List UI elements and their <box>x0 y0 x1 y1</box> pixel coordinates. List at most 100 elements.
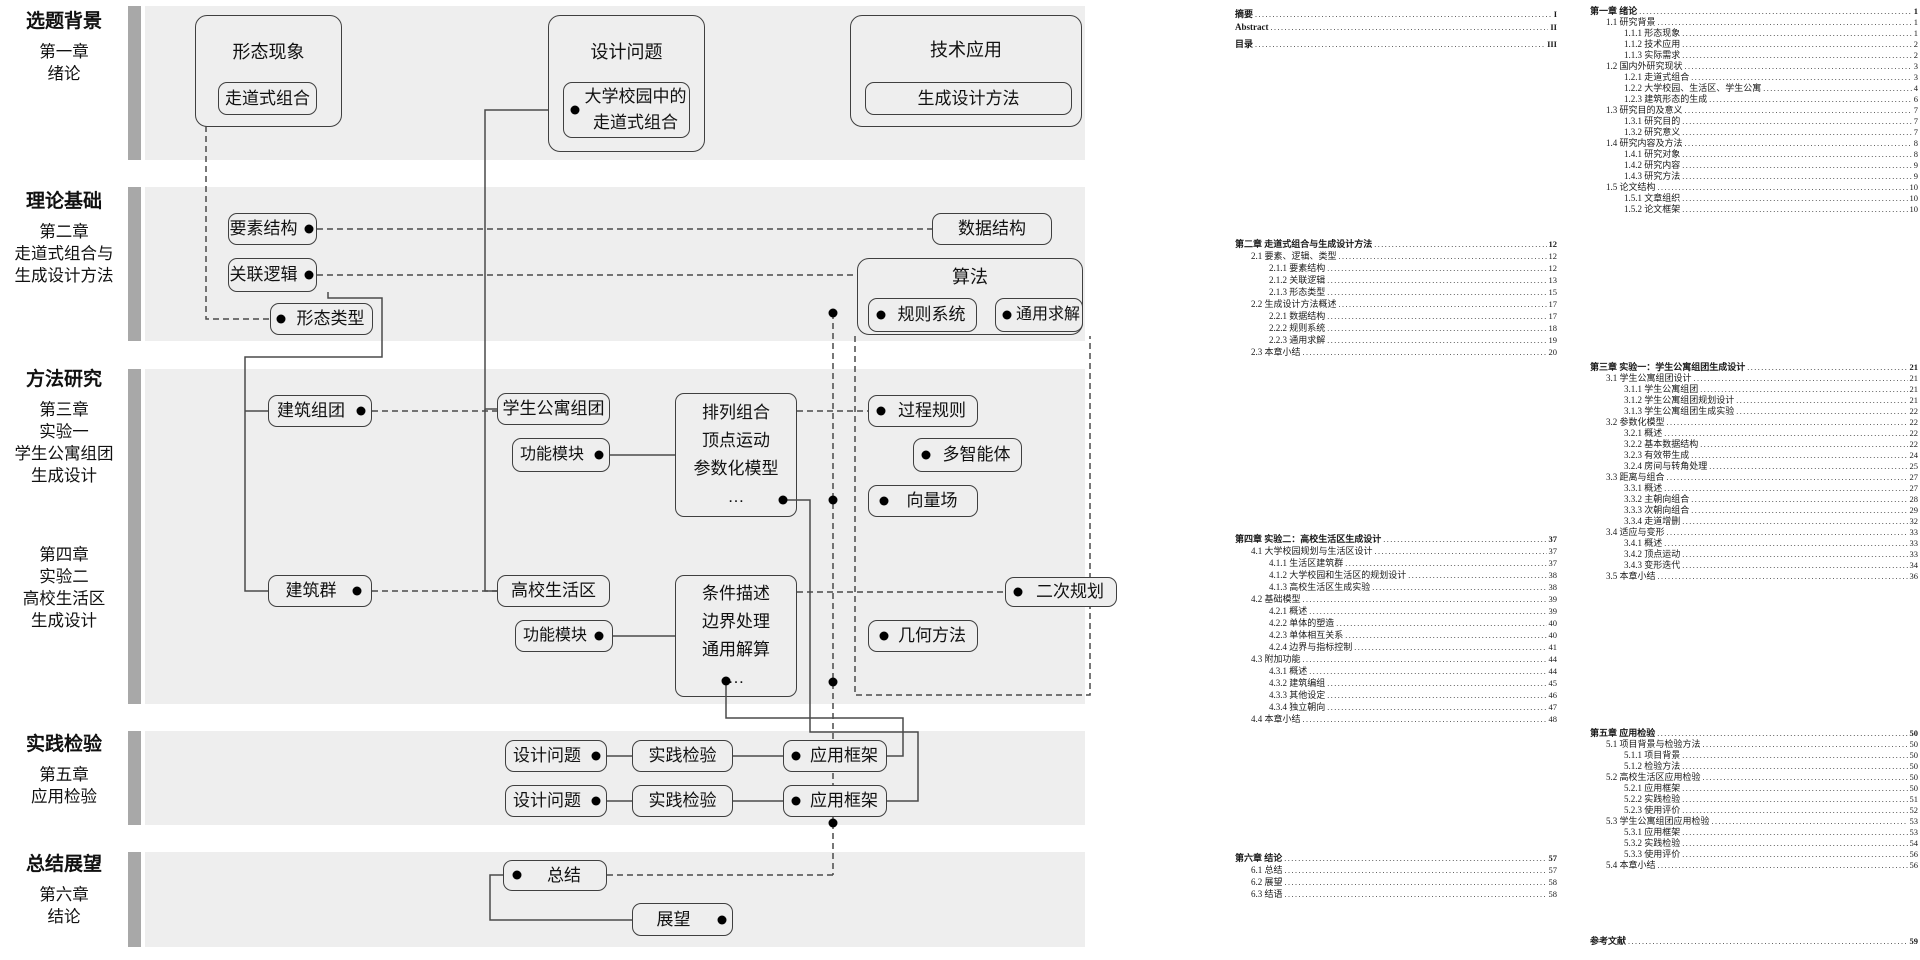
chapter-line-label: 第四章 <box>39 546 89 564</box>
toc-dot-leader <box>1682 751 1907 760</box>
toc-entry-page-number: 58 <box>1548 877 1558 887</box>
toc-dot-leader <box>1682 850 1907 859</box>
box-function-module-2: 功能模块 <box>515 620 613 652</box>
box-building-cluster: 建筑组团 <box>268 395 372 427</box>
toc-front-matter: 摘要IAbstractII目录III <box>1235 7 1557 52</box>
toc-dot-leader <box>1682 205 1907 214</box>
toc-entry-page-number: 38 <box>1548 570 1558 580</box>
box-data-structure: 数据结构 <box>932 213 1052 245</box>
toc-entry-page-number: 50 <box>1909 783 1919 793</box>
toc-entry-title: 第三章 实验一：学生公寓组团生成设计 <box>1590 362 1746 372</box>
box-geometric-method: 几何方法 <box>868 620 978 652</box>
toc-dot-leader <box>1375 547 1547 556</box>
toc-entry: 4.2.2 单体的塑造40 <box>1235 616 1557 628</box>
toc-entry-title: 4.2 基础模型 <box>1251 594 1301 604</box>
toc-entry: 2.1.1 要素结构12 <box>1235 261 1557 273</box>
toc-entry-page-number: 2 <box>1913 50 1918 60</box>
toc-entry-page-number: 54 <box>1909 838 1919 848</box>
toc-entry-page-number: 56 <box>1909 860 1919 870</box>
toc-entry: 4.2.4 边界与指标控制41 <box>1235 640 1557 652</box>
toc-entry-title: 3.4.3 变形迭代 <box>1624 560 1681 570</box>
toc-dot-leader <box>1685 62 1912 71</box>
chapter-line-label: 实验二 <box>39 568 89 586</box>
toc-dot-leader <box>1691 495 1907 504</box>
toc-entry: 3.2.1 概述 22 <box>1590 426 1919 438</box>
band-marker-2 <box>128 187 141 341</box>
toc-dot-leader <box>1691 506 1907 515</box>
box-multi-agent: 多智能体 <box>913 438 1022 472</box>
toc-dot-leader <box>1694 374 1908 383</box>
toc-entry-page-number: 37 <box>1548 534 1558 544</box>
toc-dot-leader <box>1303 595 1547 604</box>
toc-dot-leader <box>1682 784 1907 793</box>
toc-entry-page-number: 44 <box>1548 654 1558 664</box>
box-function-module-1: 功能模块 <box>512 438 610 472</box>
chapter-category-label: 总结展望 <box>25 854 102 875</box>
toc-references: 参考文献59 <box>1590 934 1918 946</box>
box-generative-method: 生成设计方法 <box>865 82 1072 115</box>
chapter-label-5: 实践检验第五章应用检验 <box>0 733 128 808</box>
box-summary: 总结 <box>503 860 607 891</box>
toc-entry: 3.3 距离与组合27 <box>1590 470 1918 482</box>
toc-entry-page-number: 52 <box>1909 805 1919 815</box>
toc-entry-page-number: 3 <box>1913 72 1918 82</box>
toc-entry: 1.3.2 研究意义7 <box>1590 125 1918 137</box>
toc-entry-page-number: 3 <box>1913 61 1918 71</box>
toc-entry: 5.2 高校生活区应用检验50 <box>1590 770 1919 782</box>
toc-entry: 3.2.2 基本数据结构22 <box>1590 437 1918 449</box>
toc-entry-page-number: 38 <box>1548 582 1558 592</box>
toc-entry: 4.3 附加功能44 <box>1235 652 1557 664</box>
toc-entry-page-number: 53 <box>1909 827 1919 837</box>
box-process-rules: 过程规则 <box>868 395 978 427</box>
toc-entry-title: 摘要 <box>1235 9 1254 19</box>
toc-entry-title: 1.2.1 走道式组合 <box>1624 72 1690 82</box>
toc-entry-title: 2.1 要素、逻辑、类型 <box>1251 251 1337 261</box>
toc-entry-page-number: 24 <box>1909 450 1919 460</box>
toc-dot-leader <box>1628 937 1907 946</box>
toc-entry: 第四章 实验二：高校生活区生成设计37 <box>1235 532 1557 544</box>
toc-entry-title: 3.3.3 次朝向组合 <box>1624 505 1690 515</box>
toc-entry-title: 4.1.1 生活区建筑群 <box>1269 558 1344 568</box>
toc-entry: 3.2 参数化模型22 <box>1590 415 1918 427</box>
toc-entry-page-number: 50 <box>1909 761 1919 771</box>
toc-entry-page-number: 44 <box>1548 666 1558 676</box>
toc-entry-title: 4.2.3 单体相互关系 <box>1269 630 1344 640</box>
toc-dot-leader <box>1682 550 1907 559</box>
box-morph-type: 形态类型 <box>270 303 373 335</box>
toc-dot-leader <box>1682 561 1907 570</box>
toc-entry-page-number: 33 <box>1909 538 1919 548</box>
toc-dot-leader <box>1747 363 1907 372</box>
toc-entry-title: 3.3.1 概述 <box>1624 483 1663 493</box>
group-title: 技术应用 <box>930 40 1002 60</box>
toc-entry-page-number: 17 <box>1548 311 1558 321</box>
toc-entry-title: 5.1.1 项目背景 <box>1624 750 1681 760</box>
chapter-line-label: 结论 <box>47 908 81 926</box>
toc-dot-leader <box>1700 440 1907 449</box>
toc-column-right: 第一章 绪论11.1 研究背景11.1.1 形态现象11.1.2 技术应用21.… <box>1590 0 1918 960</box>
chapter-label-3: 方法研究第三章实验一学生公寓组团生成设计 <box>0 368 128 487</box>
band-marker-1 <box>128 6 141 160</box>
toc-chapter4: 第四章 实验二：高校生活区生成设计374.1 大学校园规划与生活区设计374.1… <box>1235 532 1557 724</box>
chapter-line-label: 第五章 <box>39 766 89 784</box>
toc-entry: 第五章 应用检验50 <box>1590 726 1918 738</box>
toc-entry-page-number: 40 <box>1548 630 1558 640</box>
toc-dot-leader <box>1303 348 1547 357</box>
toc-dot-leader <box>1271 23 1549 32</box>
toc-dot-leader <box>1658 18 1912 27</box>
toc-entry-page-number: 21 <box>1909 395 1919 405</box>
toc-entry-title: 5.3.2 实践检验 <box>1624 838 1681 848</box>
toc-entry-page-number: 50 <box>1909 772 1919 782</box>
toc-entry-page-number: 22 <box>1909 428 1919 438</box>
toc-entry-title: 3.2.1 概述 <box>1624 428 1663 438</box>
box-outlook: 展望 <box>632 903 733 936</box>
box-quadratic-programming: 二次规划 <box>1005 577 1117 607</box>
toc-entry: 1.3.1 研究目的7 <box>1590 114 1918 126</box>
toc-entry: 1.4.3 研究方法9 <box>1590 169 1918 181</box>
toc-entry-page-number: III <box>1547 39 1557 49</box>
toc-entry-title: 4.1.2 大学校园和生活区的规划设计 <box>1269 570 1407 580</box>
toc-entry: 4.3.1 概述44 <box>1235 664 1557 676</box>
toc-entry: 1.1 研究背景1 <box>1590 15 1918 27</box>
toc-entry-page-number: 33 <box>1909 549 1919 559</box>
toc-entry-page-number: 12 <box>1548 263 1558 273</box>
toc-entry: 目录III <box>1235 37 1557 52</box>
